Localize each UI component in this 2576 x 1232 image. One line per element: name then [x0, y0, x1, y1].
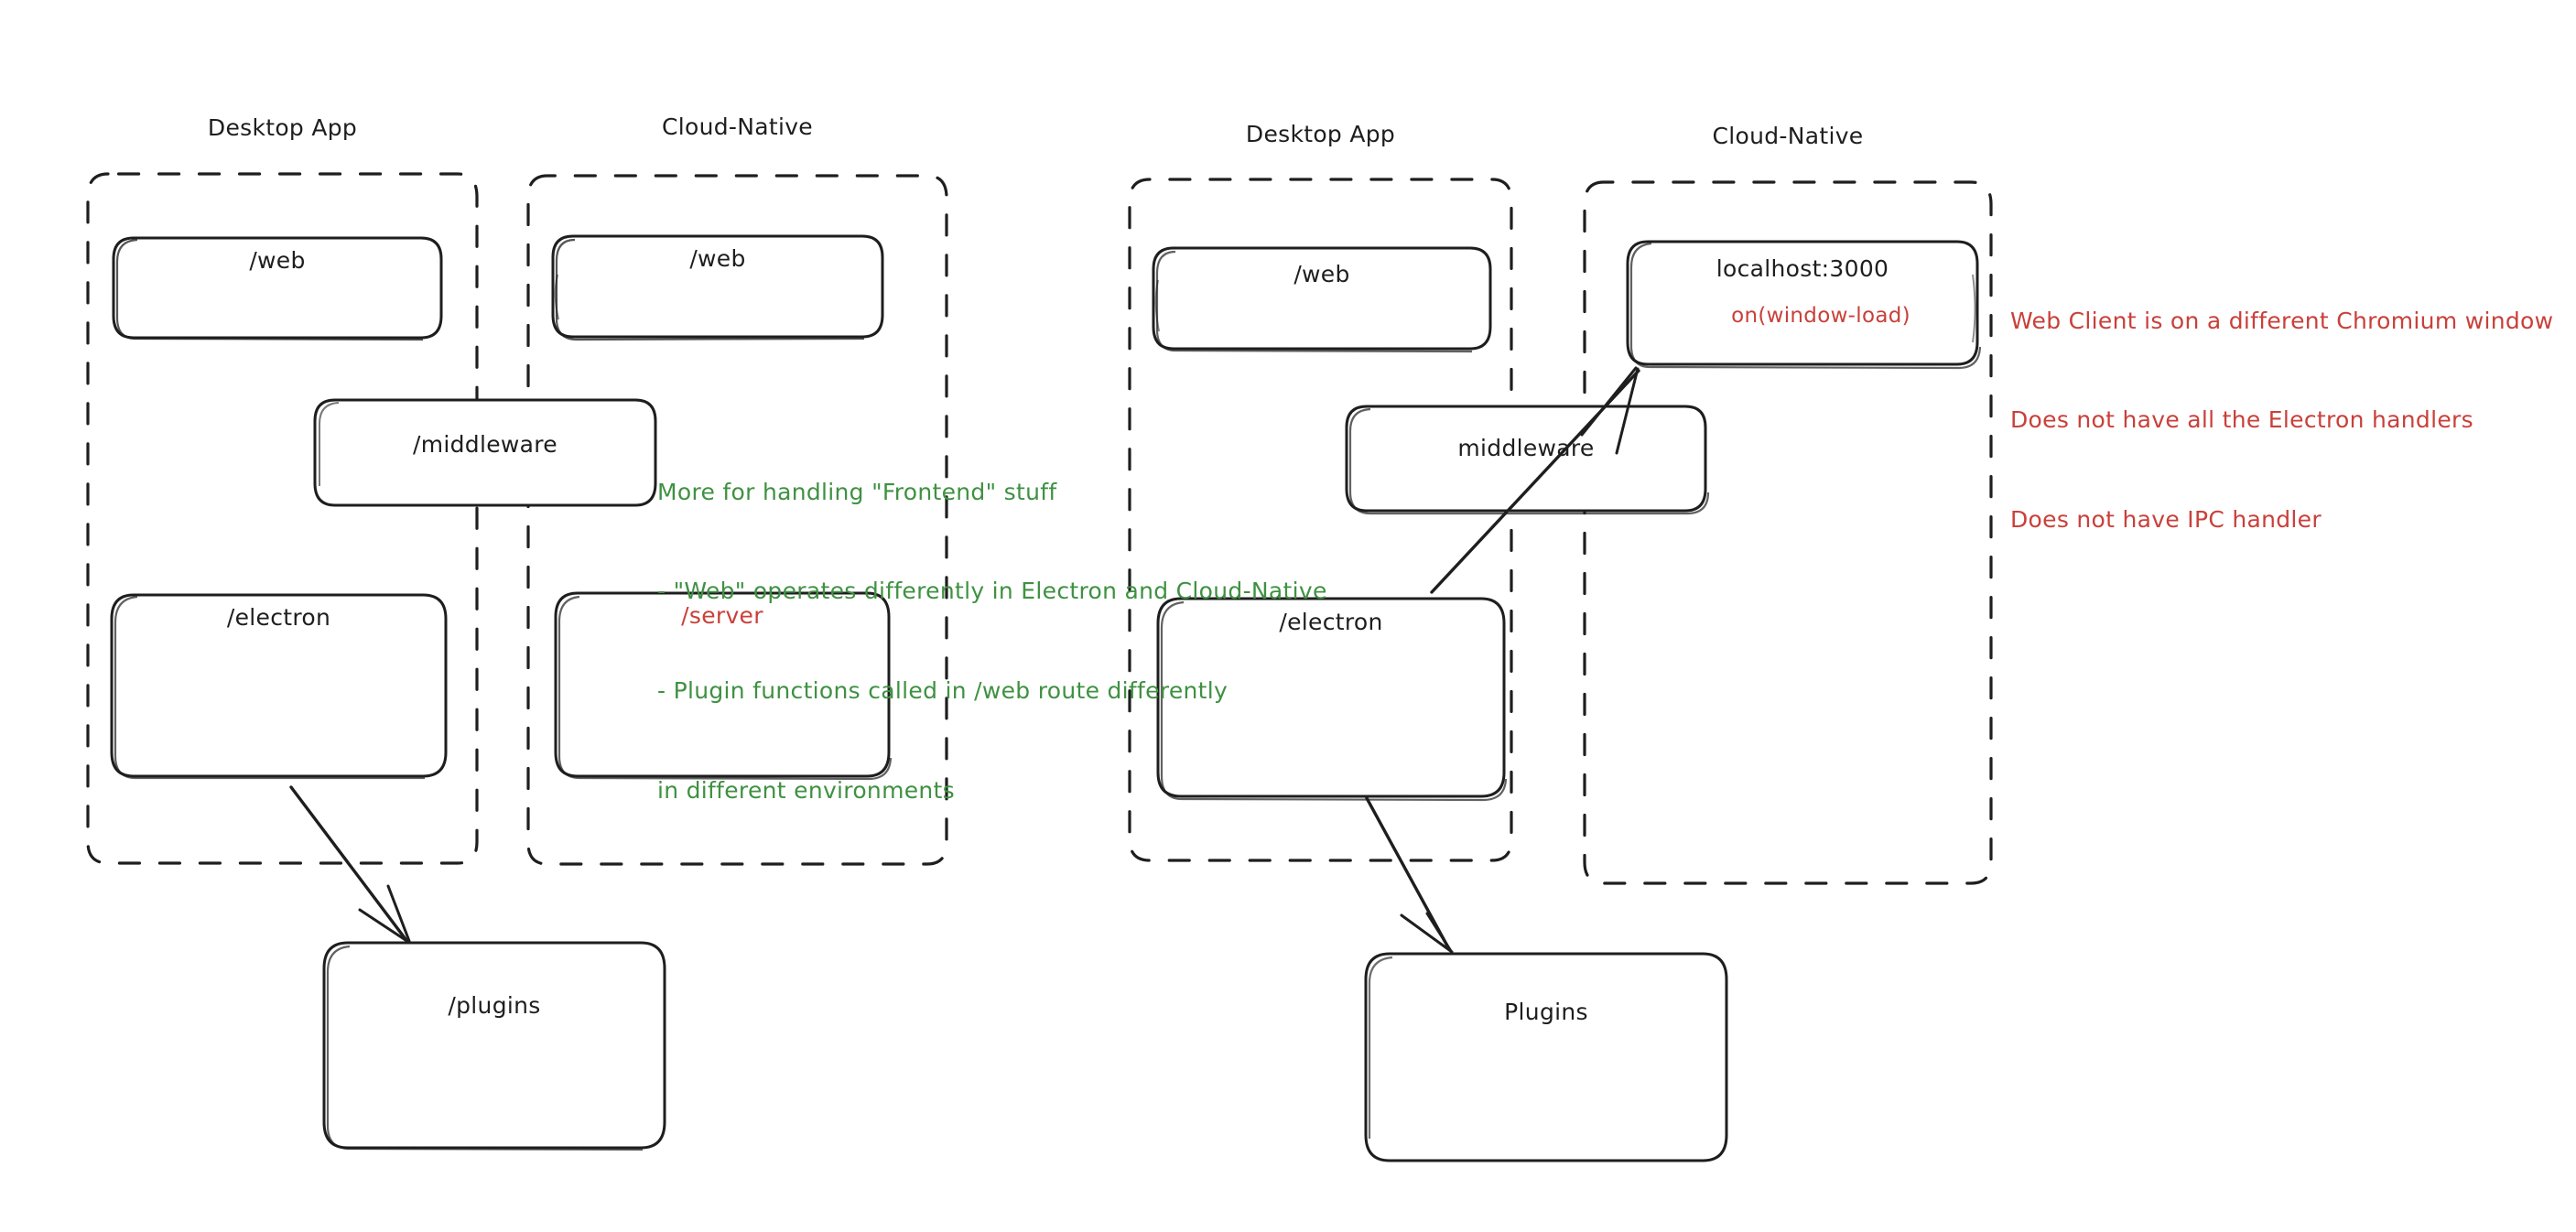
- node-shape-l-web-cloud: [551, 234, 884, 341]
- node-label-r-electron: /electron: [1279, 609, 1383, 635]
- group-title-left-cloud: Cloud-Native: [662, 113, 813, 140]
- node-shape-r-electron: [1156, 597, 1508, 802]
- red-note-line-2: Does not have all the Electron handlers: [2010, 406, 2473, 434]
- green-note-line-1: More for handling "Frontend" stuff: [657, 478, 1057, 505]
- node-shape-r-localhost: [1626, 240, 1982, 370]
- red-note-line-3: Does not have IPC handler: [2010, 506, 2322, 533]
- edge-r-electron-to-r-plugins: [1365, 796, 1454, 954]
- annotation-red-note: Web Client is on a different Chromium wi…: [2010, 238, 2553, 603]
- group-outline-left-desktop: [86, 172, 479, 865]
- edge-l-electron-to-l-plugins: [289, 785, 411, 944]
- node-shape-l-web-desktop: [112, 236, 443, 341]
- node-shape-l-plugins: [322, 941, 666, 1151]
- node-sublabel-r-localhost: on(window-load): [1731, 304, 1910, 328]
- annotation-green-note: More for handling "Frontend" stuff - "We…: [657, 409, 1327, 874]
- node-shape-r-web-desktop: [1152, 246, 1492, 353]
- node-label-l-server: /server: [681, 602, 763, 629]
- node-label-r-web-desktop: /web: [1293, 261, 1350, 287]
- edge-r-electron-to-r-localhost: [1430, 366, 1640, 594]
- group-title-left-desktop: Desktop App: [207, 114, 358, 141]
- group-title-right-cloud: Cloud-Native: [1712, 123, 1864, 149]
- green-note-line-2: - "Web" operates differently in Electron…: [657, 578, 1327, 605]
- node-shape-r-middleware: [1345, 405, 1710, 515]
- node-label-l-middleware: /middleware: [413, 431, 557, 458]
- red-note-line-1: Web Client is on a different Chromium wi…: [2010, 307, 2554, 334]
- group-outline-left-cloud: [526, 174, 948, 866]
- group-outline-right-desktop: [1128, 178, 1513, 862]
- node-shape-r-plugins: [1364, 952, 1728, 1162]
- group-title-right-desktop: Desktop App: [1245, 121, 1396, 147]
- node-shape-l-middleware: [313, 398, 657, 507]
- node-label-r-plugins: Plugins: [1504, 999, 1588, 1025]
- node-label-r-localhost: localhost:3000: [1716, 255, 1889, 282]
- node-label-r-middleware: middleware: [1457, 435, 1595, 461]
- node-label-l-plugins: /plugins: [448, 992, 541, 1019]
- node-label-l-web-desktop: /web: [249, 247, 306, 274]
- green-note-line-3: - Plugin functions called in /web route …: [657, 677, 1228, 704]
- node-shape-l-server: [554, 591, 893, 781]
- group-outline-right-cloud: [1583, 180, 1993, 885]
- node-label-l-web-cloud: /web: [689, 245, 746, 272]
- green-note-line-4: in different environments: [657, 776, 955, 804]
- node-shape-l-electron: [110, 593, 448, 780]
- node-label-l-electron: /electron: [226, 604, 331, 631]
